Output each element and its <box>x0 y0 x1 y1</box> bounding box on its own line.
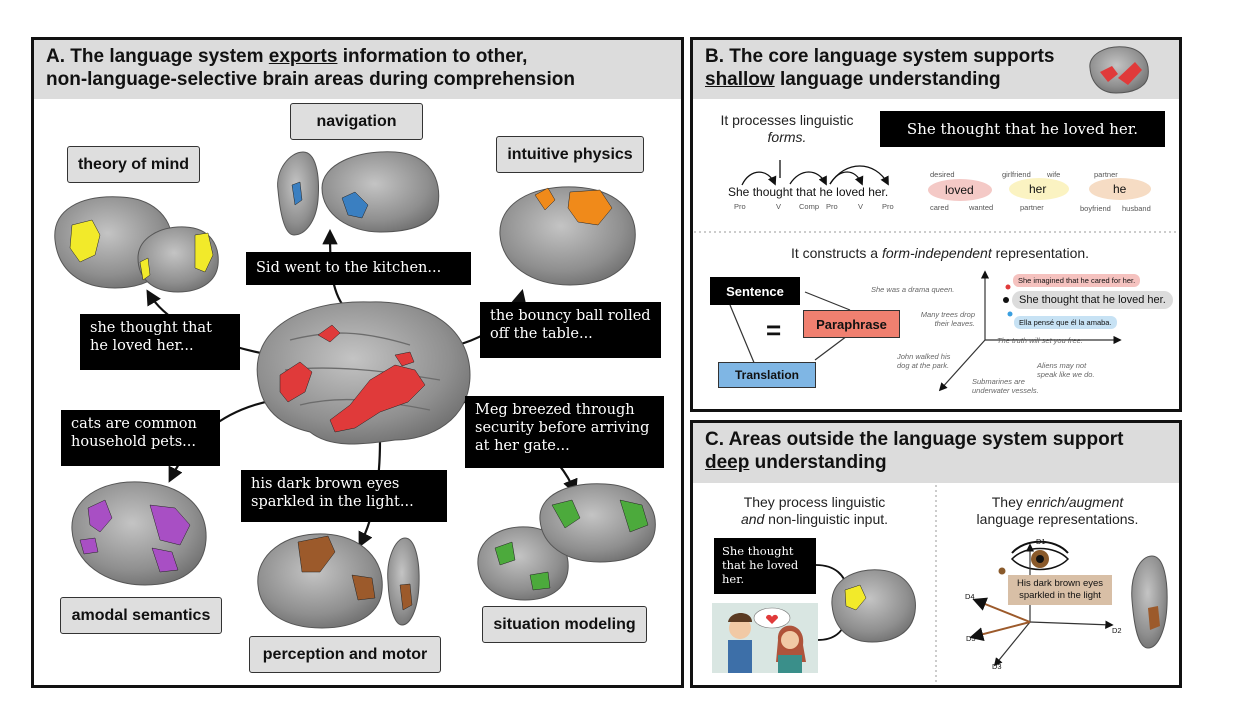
parse-tag: Pro <box>734 202 746 211</box>
bubble-her-synonym: wife <box>1047 170 1061 179</box>
pill-ella: Ella pensé que él la amaba. <box>1014 316 1117 329</box>
parse-tag: V <box>858 202 864 211</box>
augment-vectors <box>969 597 1031 641</box>
quote-amodal: cats are common household pets... <box>61 410 220 466</box>
navigation-brains <box>277 151 440 236</box>
panel-a-title: A. The language system exports informati… <box>34 40 681 99</box>
axis-label: D1 <box>1036 537 1046 546</box>
quote-physics: the bouncy ball rolled off the table... <box>480 302 661 358</box>
parse-tag: Comp <box>799 202 820 211</box>
central-brain <box>256 301 471 445</box>
parse-word: thought <box>752 185 793 199</box>
amodal-brain <box>71 481 207 586</box>
sentence-box: Sentence <box>710 277 800 305</box>
quote-navigation: Sid went to the kitchen... <box>246 252 471 285</box>
bubble-her-synonym: girlfriend <box>1002 170 1031 179</box>
tom-brains <box>54 196 219 293</box>
language-brain-icon <box>1089 46 1149 94</box>
parse-words: She thought that he loved her. <box>728 185 888 199</box>
dependency-arcs <box>741 160 889 186</box>
eye-icon <box>1010 540 1070 571</box>
augment-box: His dark brown eyes sparkled in the ligh… <box>1008 575 1112 605</box>
panel-b: B. The core language system supports sha… <box>690 37 1182 412</box>
parse-word: her. <box>868 185 889 199</box>
bubble-he-word: he <box>1113 182 1127 196</box>
space-sentence: Aliens may not speak like we do. <box>1037 361 1095 379</box>
parse-tag: Pro <box>826 202 838 211</box>
quote-situation: Meg breezed through security before arri… <box>465 396 664 468</box>
bubble-her-word: her <box>1029 182 1047 196</box>
pill-thought: She thought that he loved her. <box>1012 291 1173 309</box>
pill-imagined: She imagined that he cared for her. <box>1013 274 1141 287</box>
dot-ella <box>1007 311 1013 317</box>
perception-brains <box>257 533 420 629</box>
area-label-perception: perception and motor <box>249 636 441 673</box>
axis-label: D4 <box>965 592 975 601</box>
dot-imagined <box>1005 284 1011 290</box>
parse-word: loved <box>836 185 865 199</box>
side-brain <box>1131 555 1168 649</box>
bubble-he-synonym: boyfriend <box>1080 204 1111 213</box>
space-sentence: John walked his dog at the park. <box>897 352 951 370</box>
representation-text: It constructs a form-independent represe… <box>790 245 1090 261</box>
equals-sign: = <box>766 315 782 345</box>
area-label-navigation: navigation <box>290 103 423 140</box>
area-label-situation: situation modeling <box>482 606 647 643</box>
bubble-he <box>1089 178 1151 200</box>
area-label-physics: intuitive physics <box>496 136 644 173</box>
bubble-loved-synonym: wanted <box>969 203 994 212</box>
bubble-loved-word: loved <box>945 183 974 197</box>
quote-deep: She thought that he loved her. <box>714 538 816 594</box>
bubble-her <box>1009 178 1069 200</box>
axis-label: D5 <box>966 634 976 643</box>
parse-word: that <box>796 185 817 199</box>
area-label-amodal: amodal semantics <box>60 597 222 634</box>
example-sentence-box: She thought that he loved her. <box>880 111 1165 147</box>
parse-tag: V <box>776 202 782 211</box>
dot-thought <box>1003 297 1009 303</box>
space-sentence: She was a drama queen. <box>871 285 955 294</box>
situation-brains <box>477 483 656 601</box>
bubble-loved-synonym: cared <box>930 203 949 212</box>
panel-c-title: C. Areas outside the language system sup… <box>693 423 1179 483</box>
area-label-tom: theory of mind <box>67 146 200 183</box>
space-sentence: Many trees drop their leaves. <box>920 310 975 328</box>
space-sentence: The truth will set you free. <box>997 336 1083 345</box>
deep-understanding-brain <box>831 569 916 643</box>
bubble-he-synonym: partner <box>1094 170 1118 179</box>
paraphrase-box: Paraphrase <box>803 310 900 338</box>
semantic-space-axes <box>938 270 1122 392</box>
augment-dot <box>998 567 1006 575</box>
parse-word: She <box>728 185 750 199</box>
parse-word: he <box>819 185 833 199</box>
translation-box: Translation <box>718 362 816 388</box>
physics-brain <box>499 186 636 286</box>
couple-illustration <box>712 603 818 673</box>
axis-label: D3 <box>992 662 1002 671</box>
axis-label: D2 <box>1112 626 1122 635</box>
quote-perception: his dark brown eyes sparkled in the ligh… <box>241 470 447 522</box>
bubble-loved <box>928 179 992 201</box>
bubble-loved-synonym: desired <box>930 170 955 179</box>
quote-tom: she thought that he loved her... <box>80 314 240 370</box>
parse-tag: Pro <box>882 202 894 211</box>
bubble-her-synonym: partner <box>1020 203 1044 212</box>
bubble-he-synonym: husband <box>1122 204 1151 213</box>
space-sentence: Submarines are underwater vessels. <box>972 377 1039 395</box>
